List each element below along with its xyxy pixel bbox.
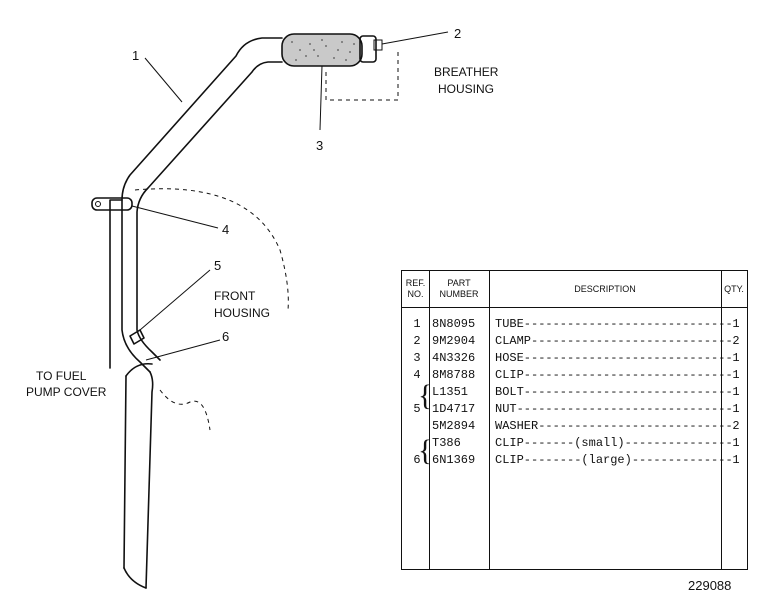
header-divider — [402, 307, 747, 308]
part-column — [429, 271, 490, 569]
row-description: CLIP----------------------------- — [495, 368, 733, 382]
drawing-number: 229088 — [688, 578, 732, 593]
row-ref: 6 — [413, 453, 421, 467]
row-description: TUBE----------------------------- — [495, 317, 733, 331]
fuel-pump-label-1: TO FUEL — [36, 369, 87, 383]
row-part-number: 1D4717 — [432, 402, 476, 416]
table-row: 4 8M8788 CLIP---------------------------… — [402, 367, 747, 383]
bolt-part-5 — [129, 329, 145, 345]
front-housing-label-2: HOUSING — [214, 306, 270, 320]
row-ref: 5 — [413, 402, 421, 416]
ref-header: REF. NO. — [402, 271, 429, 307]
row-part-number: 9M2904 — [432, 334, 476, 348]
table-row: 2 9M2904 CLAMP--------------------------… — [402, 333, 747, 349]
table-row: T386 CLIP-------(small)--------------- 1 — [402, 435, 747, 451]
row-qty: 1 — [732, 436, 740, 450]
row-part-number: 4N3326 — [432, 351, 476, 365]
row-description: WASHER--------------------------- — [495, 419, 733, 433]
row-qty: 2 — [732, 419, 740, 433]
ref-header-line2: NO. — [407, 289, 424, 299]
table-row: 5 1D4717 NUT----------------------------… — [402, 401, 747, 417]
callout-2: 2 — [454, 26, 461, 41]
fuel-pump-cover-outline — [159, 389, 211, 431]
qty-header: QTY. — [724, 283, 744, 294]
row-qty: 1 — [732, 368, 740, 382]
row-qty: 2 — [732, 334, 740, 348]
row-description: CLAMP---------------------------- — [495, 334, 733, 348]
row-ref: 2 — [413, 334, 421, 348]
ref-column — [402, 271, 430, 569]
callout-4: 4 — [222, 222, 229, 237]
front-housing-label-1: FRONT — [214, 289, 256, 303]
callout-3: 3 — [316, 138, 323, 153]
row-description: HOSE----------------------------- — [495, 351, 733, 365]
table-row: 1 8N8095 TUBE---------------------------… — [402, 316, 747, 332]
row-part-number: T386 — [432, 436, 461, 450]
row-ref: 3 — [413, 351, 421, 365]
row-part-number: 5M2894 — [432, 419, 476, 433]
row-description: CLIP--------(large)-------------- — [495, 453, 733, 467]
tube-part — [109, 37, 283, 589]
row-description: CLIP-------(small)--------------- — [495, 436, 733, 450]
parts-table: REF. NO. PART NUMBER DESCRIPTION QTY. 1 … — [401, 270, 748, 570]
clip-part-4 — [91, 197, 133, 211]
table-row: 3 4N3326 HOSE---------------------------… — [402, 350, 747, 366]
row-qty: 1 — [732, 385, 740, 399]
table-row: 6 6N1369 CLIP--------(large)------------… — [402, 452, 747, 468]
callout-1: 1 — [132, 48, 139, 63]
front-housing-outline — [134, 188, 289, 311]
row-qty: 1 — [732, 351, 740, 365]
row-qty: 1 — [732, 402, 740, 416]
part-header: PART NUMBER — [429, 271, 489, 307]
description-column — [489, 271, 722, 569]
clamp-part — [359, 35, 383, 63]
group-brace-5: { — [418, 379, 433, 412]
table-row: 5M2894 WASHER---------------------------… — [402, 418, 747, 434]
row-part-number: L1351 — [432, 385, 469, 399]
part-header-line1: PART — [447, 278, 471, 288]
row-qty: 1 — [732, 453, 740, 467]
ref-header-line1: REF. — [405, 278, 426, 288]
row-description: NUT------------------------------ — [495, 402, 733, 416]
hose-part — [281, 33, 363, 67]
breather-housing-label-2: HOUSING — [438, 82, 494, 96]
breather-housing-outline — [325, 52, 399, 101]
row-qty: 1 — [732, 317, 740, 331]
callout-5: 5 — [214, 258, 221, 273]
row-description: BOLT----------------------------- — [495, 385, 733, 399]
row-ref: 4 — [413, 368, 421, 382]
row-part-number: 6N1369 — [432, 453, 476, 467]
callout-6: 6 — [222, 329, 229, 344]
breather-housing-label-1: BREATHER — [434, 65, 499, 79]
leader-lines — [131, 31, 449, 361]
group-brace-6: { — [418, 434, 433, 467]
row-part-number: 8M8788 — [432, 368, 476, 382]
fuel-pump-label-2: PUMP COVER — [26, 385, 107, 399]
row-part-number: 8N8095 — [432, 317, 476, 331]
row-ref: 1 — [413, 317, 421, 331]
description-header: DESCRIPTION — [574, 283, 636, 294]
part-header-line2: NUMBER — [439, 289, 479, 299]
table-row: L1351 BOLT----------------------------- … — [402, 384, 747, 400]
